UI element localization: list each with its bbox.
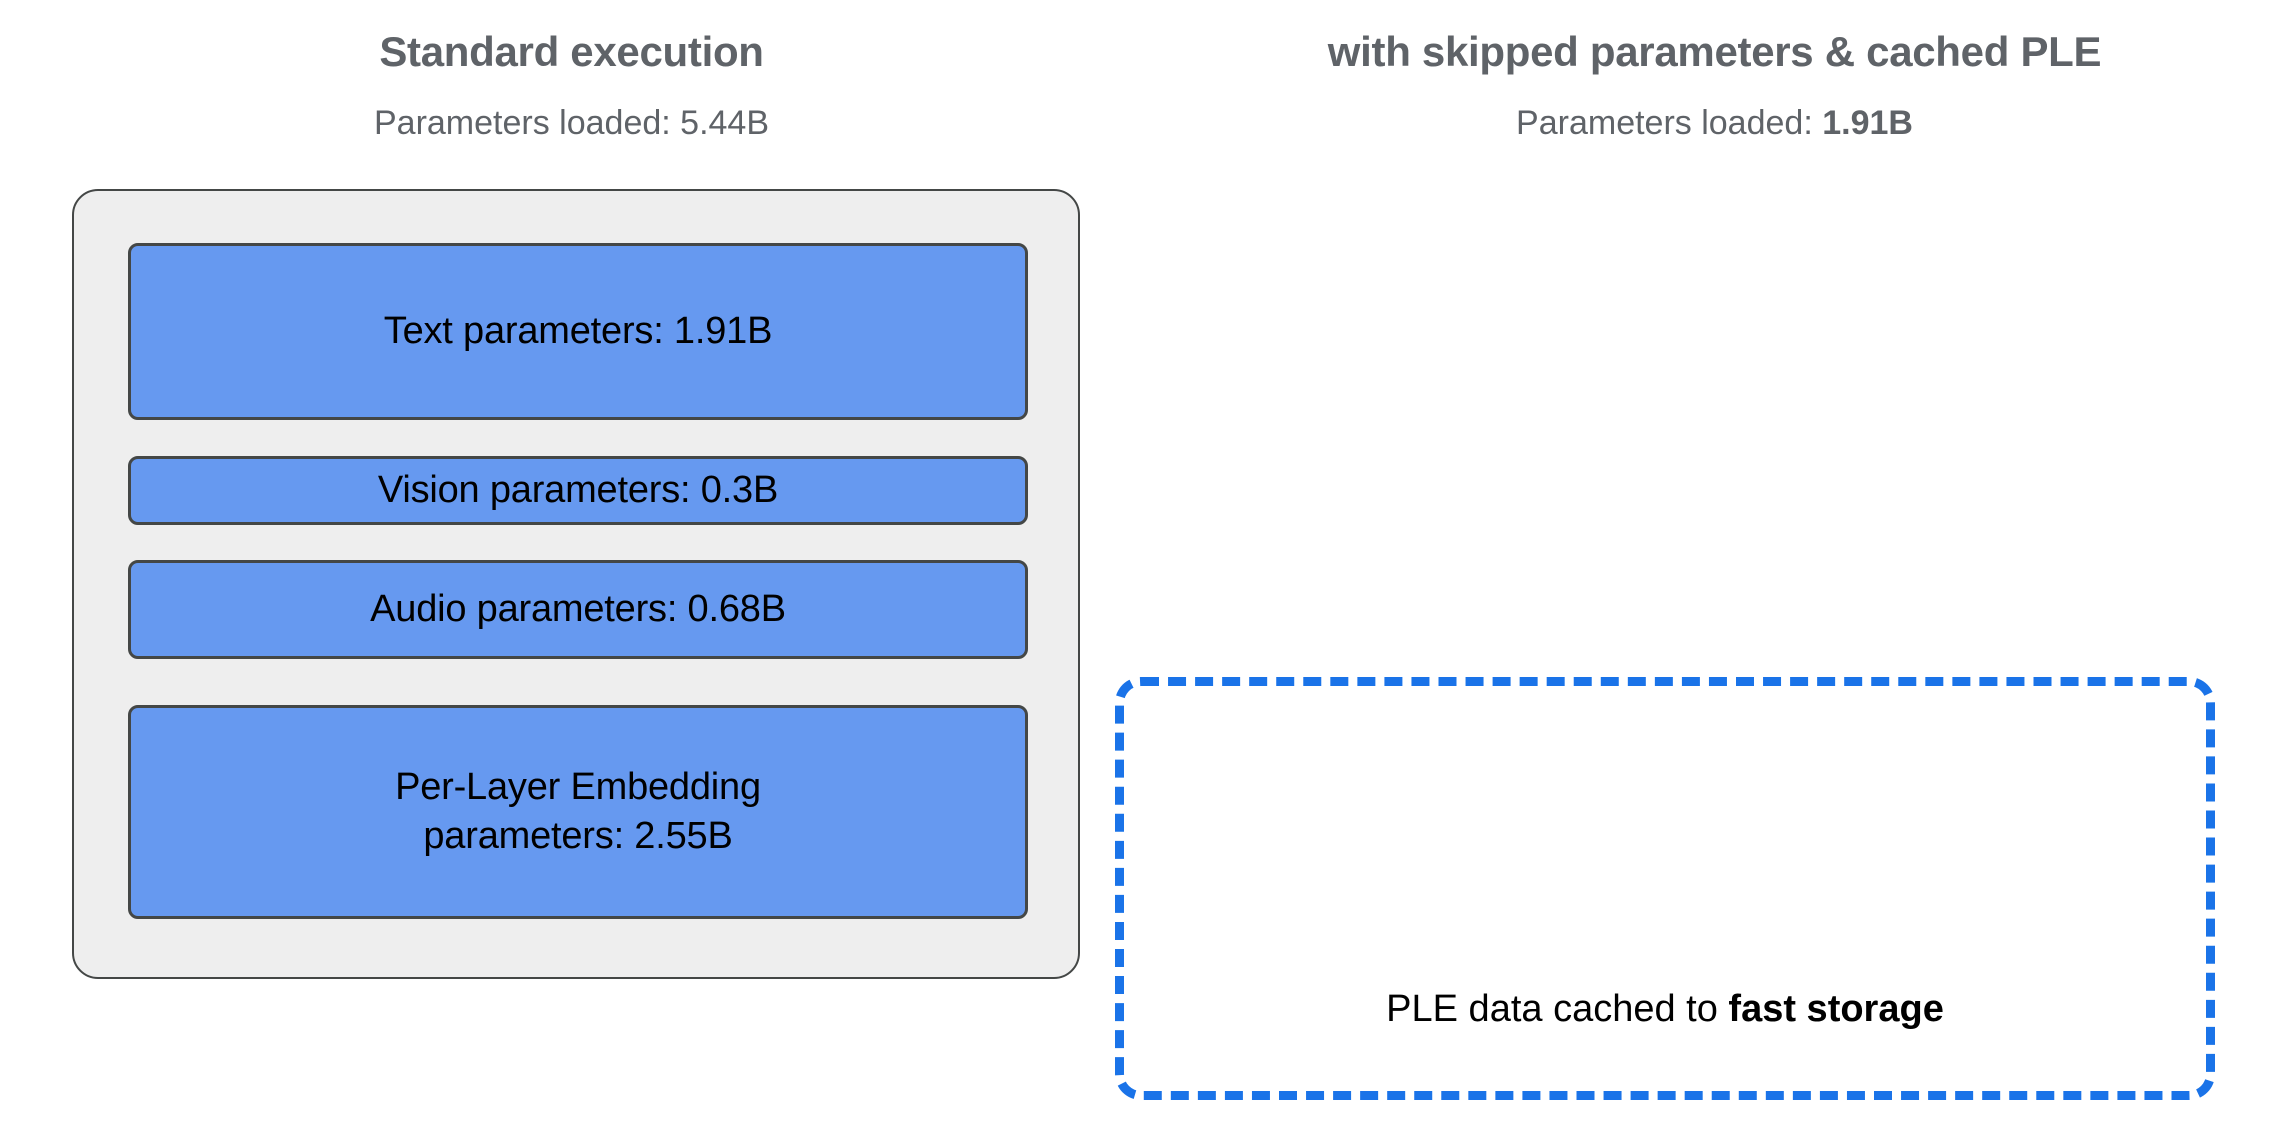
cache-caption-emphasis: fast storage [1728,988,1944,1030]
parameters-loaded-label: Parameters loaded: [373,104,681,142]
model-container-standard: Text parameters: 1.91B Vision parameters… [72,189,1080,979]
block-label: Text parameters: 1.91B [383,310,773,353]
panel-skipped-cached: with skipped parameters & cached PLE Par… [1143,0,2286,1134]
panel-title-skipped: with skipped parameters & cached PLE [1327,28,2102,75]
cache-caption: PLE data cached to fast storage [1115,988,2215,1031]
parameters-loaded-value: 1.91B [1822,104,1913,142]
block-vision-parameters-standard[interactable]: Vision parameters: 0.3B [128,456,1028,525]
block-label: Audio parameters: 0.68B [370,588,786,631]
parameters-loaded-label: Parameters loaded: [1516,104,1823,142]
parameters-loaded-value: 5.44B [680,104,770,142]
block-text-parameters-standard[interactable]: Text parameters: 1.91B [128,243,1028,420]
block-label-line2: parameters: 2.55B [423,815,733,857]
block-audio-parameters-standard[interactable]: Audio parameters: 0.68B [128,560,1028,659]
cache-caption-prefix: PLE data cached to [1386,988,1729,1030]
block-label: Vision parameters: 0.3B [377,469,779,512]
panel-subtitle-standard: Parameters loaded: 5.44B [0,104,1143,143]
block-label-wrapper: Per-Layer Embedding parameters: 2.55B [395,763,761,860]
panel-title-standard: Standard execution [379,28,764,75]
block-label-line1: Per-Layer Embedding [395,766,761,809]
block-ple-parameters-standard[interactable]: Per-Layer Embedding parameters: 2.55B [128,705,1028,919]
panel-subtitle-skipped: Parameters loaded: 1.91B [1143,104,2286,143]
panel-standard-execution: Standard execution Parameters loaded: 5.… [0,28,1143,979]
